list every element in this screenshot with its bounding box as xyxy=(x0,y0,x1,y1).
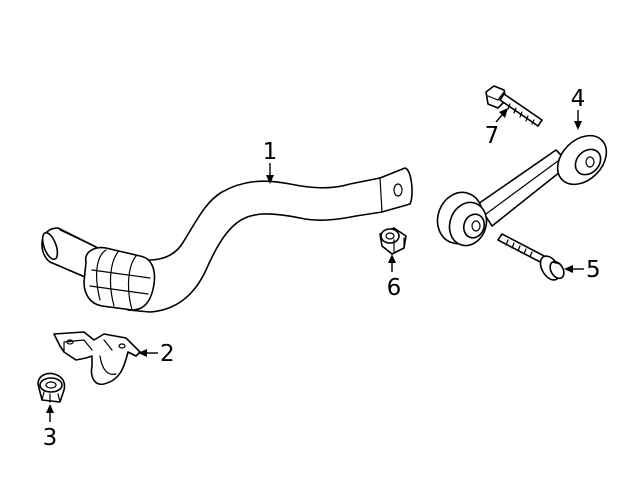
callout-1-label: 1 xyxy=(263,139,278,165)
callout-2-label: 2 xyxy=(160,341,175,367)
stabilizer-link-part[interactable] xyxy=(430,126,616,251)
callout-4: 4 xyxy=(571,86,586,130)
callout-5: 5 xyxy=(564,257,601,283)
bar-bracket-part[interactable] xyxy=(53,331,141,386)
callout-1: 1 xyxy=(263,139,278,184)
link-upper-bolt-part[interactable] xyxy=(485,85,543,127)
callout-7-label: 7 xyxy=(485,123,500,149)
callout-4-label: 4 xyxy=(571,86,586,112)
link-lower-bolt-part[interactable] xyxy=(497,233,567,283)
stabilizer-bar-part[interactable] xyxy=(40,167,413,313)
link-nut-part[interactable] xyxy=(379,227,407,255)
bracket-nut-part[interactable] xyxy=(37,372,66,403)
callout-2: 2 xyxy=(138,341,175,367)
callout-7: 7 xyxy=(485,108,508,149)
callout-6: 6 xyxy=(387,254,402,301)
callout-6-label: 6 xyxy=(387,275,402,301)
callout-3: 3 xyxy=(43,404,58,451)
callout-3-label: 3 xyxy=(43,425,58,451)
callout-5-label: 5 xyxy=(586,257,601,283)
